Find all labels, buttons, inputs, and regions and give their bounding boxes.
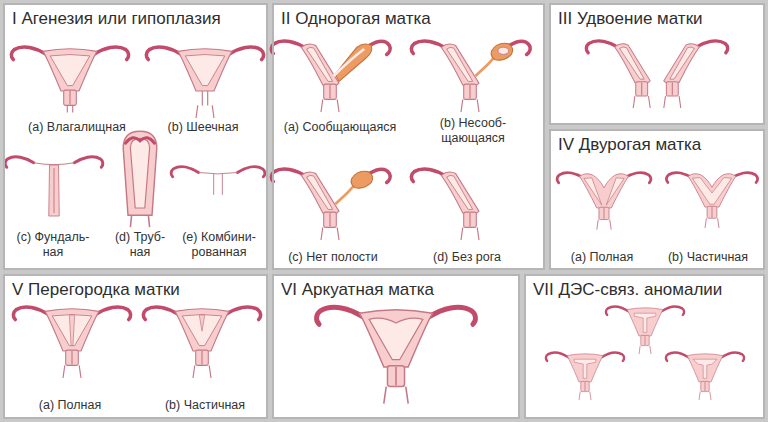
uterus-figure bbox=[411, 169, 479, 240]
panel-heading: II Однорогая матка bbox=[281, 8, 431, 29]
uterus-figure bbox=[666, 173, 757, 228]
panel-heading: IV Двурогая матка bbox=[558, 134, 701, 155]
uterus-figure bbox=[546, 353, 624, 400]
subtype-caption: (b) Частичная bbox=[150, 398, 260, 413]
subtype-caption: (d) Труб- ная bbox=[108, 230, 172, 260]
uterus-figure bbox=[411, 41, 530, 112]
category-panel: VI Аркуатная матка bbox=[272, 274, 520, 419]
uterus-figure bbox=[606, 307, 684, 354]
subtype-caption: (a) Сообщающаяся bbox=[280, 120, 400, 135]
subtype-caption: (a) Полная bbox=[20, 398, 120, 413]
category-panel: I Агенезия или гипоплазия bbox=[3, 3, 268, 270]
uterus-figure bbox=[317, 307, 476, 403]
uterus-figure bbox=[123, 131, 157, 227]
subtype-caption: (d) Без рога bbox=[422, 250, 512, 265]
uterus-figure bbox=[557, 173, 651, 230]
panel-heading: I Агенезия или гипоплазия bbox=[12, 8, 221, 29]
panel-heading: V Перегородка матки bbox=[12, 279, 180, 300]
subtype-caption: (b) Частичная bbox=[660, 250, 756, 265]
uterus-figure bbox=[171, 167, 265, 195]
uterus-figure bbox=[666, 353, 744, 400]
uterus-figure bbox=[11, 47, 128, 113]
uterus-figure bbox=[146, 47, 263, 118]
category-panel: VII ДЭС-связ. аномалии bbox=[524, 274, 765, 419]
uterus-figure bbox=[271, 169, 390, 240]
uterus-figure bbox=[586, 41, 727, 108]
subtype-caption: (a) Полная bbox=[560, 250, 644, 265]
panel-grounds bbox=[3, 3, 765, 419]
subtype-caption: (c) Фундаль- ная bbox=[12, 230, 94, 260]
subtype-caption: (b) Шеечная bbox=[158, 120, 248, 135]
subtype-caption: (e) Комбини- рованная bbox=[176, 230, 262, 260]
panel-heading: VI Аркуатная матка bbox=[281, 279, 434, 300]
uterus-figure bbox=[5, 157, 103, 216]
category-panel: V Перегородка матки bbox=[3, 274, 268, 419]
panel-heading: VII ДЭС-связ. аномалии bbox=[533, 279, 722, 300]
subtype-caption: (c) Нет полости bbox=[278, 250, 388, 265]
uterus-figure bbox=[271, 41, 390, 112]
uterus-figure bbox=[143, 307, 260, 378]
subtype-caption: (a) Влагалищная bbox=[22, 120, 132, 135]
subtype-caption: (b) Несооб- щающаяся bbox=[428, 116, 518, 146]
category-panel: IV Двурогая матка bbox=[549, 129, 765, 270]
uterus-figure bbox=[13, 307, 130, 378]
category-panel: III Удвоение матки bbox=[549, 3, 765, 125]
panel-heading: III Удвоение матки bbox=[558, 8, 703, 29]
